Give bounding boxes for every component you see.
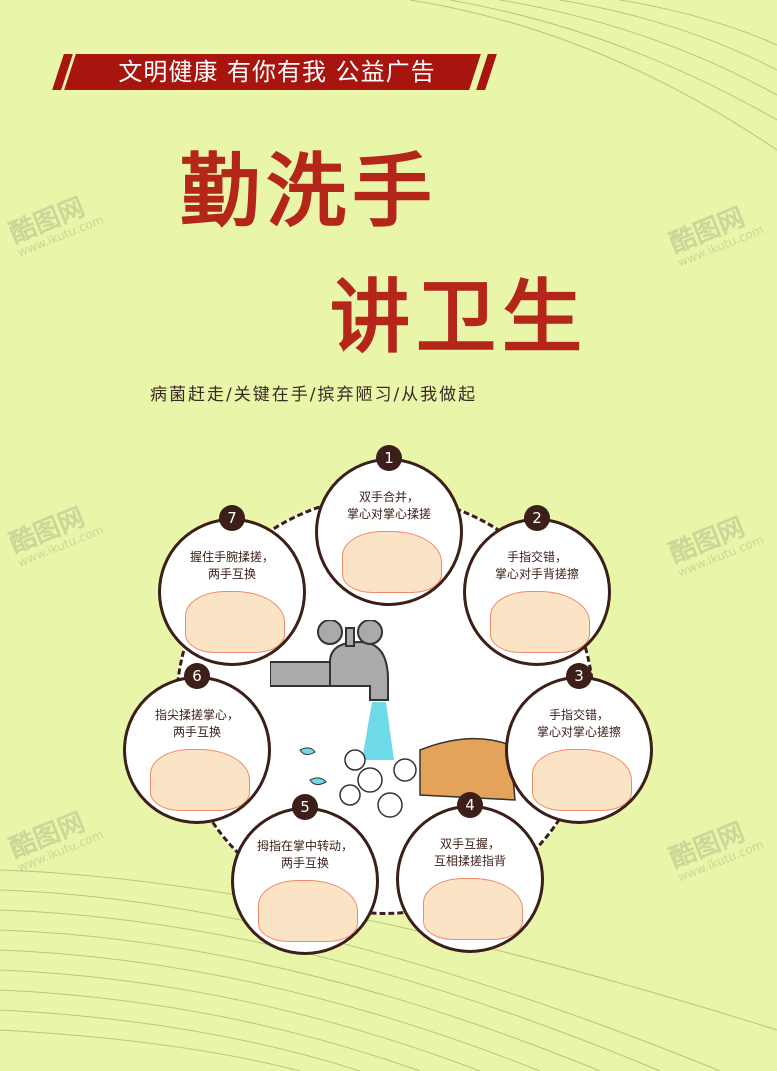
step-4: 双手互握， 互相揉搓指背	[396, 805, 544, 953]
step-text: 双手合并，	[358, 490, 419, 504]
step-text: 拇指在掌中转动，	[256, 839, 353, 853]
banner-text: 文明健康 有你有我 公益广告	[118, 58, 436, 86]
step-number-badge: 7	[219, 505, 245, 531]
step-text: 掌心对掌心揉搓	[346, 507, 431, 521]
step-text: 双手互握，	[439, 837, 500, 851]
hands-illustration	[150, 749, 250, 811]
step-text: 握住手腕揉搓，	[189, 550, 274, 564]
step-text: 两手互换	[207, 567, 256, 581]
hands-illustration	[342, 531, 442, 593]
step-text: 两手互换	[172, 725, 221, 739]
hands-illustration	[423, 878, 523, 940]
subtitle: 病菌赶走/关键在手/摈弃陋习/从我做起	[150, 385, 478, 405]
step-text: 掌心对手背搓擦	[494, 567, 579, 581]
step-5: 拇指在掌中转动， 两手互换	[231, 807, 379, 955]
title-line-2: 讲卫生	[330, 271, 588, 364]
hands-illustration	[185, 591, 285, 653]
step-number-badge: 5	[292, 794, 318, 820]
step-7: 握住手腕揉搓， 两手互换	[158, 518, 306, 666]
step-text: 指尖揉搓掌心，	[154, 708, 239, 722]
step-3: 手指交错， 掌心对掌心搓擦	[505, 676, 653, 824]
hands-illustration	[490, 591, 590, 653]
step-text: 互相揉搓指背	[433, 854, 506, 868]
step-number-badge: 2	[524, 505, 550, 531]
step-1: 双手合并， 掌心对掌心揉搓	[315, 458, 463, 606]
step-text: 两手互换	[280, 856, 329, 870]
step-text: 手指交错，	[506, 550, 567, 564]
step-6: 指尖揉搓掌心， 两手互换	[123, 676, 271, 824]
step-number-badge: 3	[566, 663, 592, 689]
step-text: 手指交错，	[548, 708, 609, 722]
hands-illustration	[258, 880, 358, 942]
title-line-1: 勤洗手	[180, 145, 438, 238]
hands-illustration	[532, 749, 632, 811]
faucet-illustration	[270, 620, 516, 818]
step-text: 掌心对掌心搓擦	[536, 725, 621, 739]
step-2: 手指交错， 掌心对手背搓擦	[463, 518, 611, 666]
step-number-badge: 6	[184, 663, 210, 689]
step-number-badge: 4	[457, 792, 483, 818]
step-number-badge: 1	[376, 445, 402, 471]
